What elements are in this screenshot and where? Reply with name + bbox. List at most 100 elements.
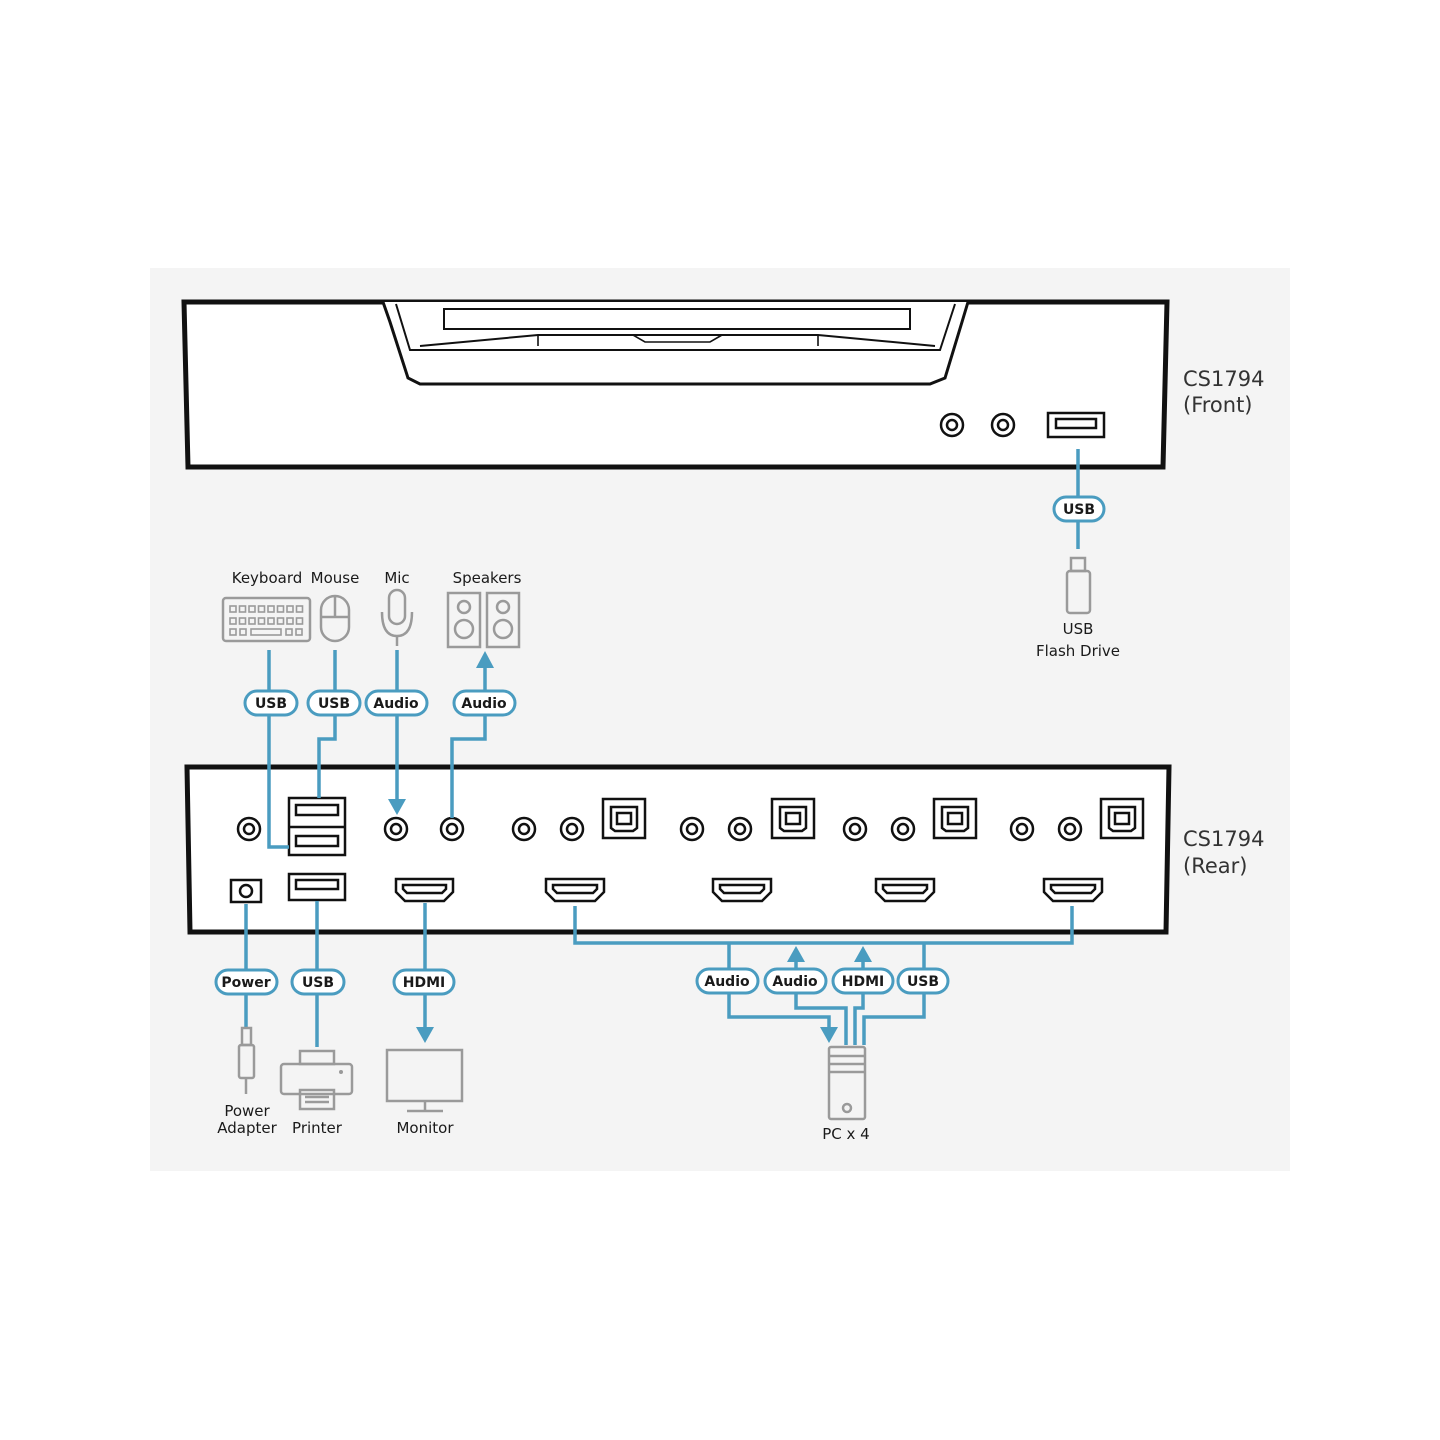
- monitor-label: Monitor: [396, 1119, 454, 1137]
- pc1-audio-jack-1-center: [517, 822, 531, 836]
- pc-audio-out-cable-label: Audio: [704, 974, 750, 990]
- printer-label: Printer: [292, 1119, 343, 1137]
- pc-tower-icon: [827, 1045, 867, 1121]
- keyboard-key: [286, 605, 294, 613]
- power-cable-label: Power: [221, 975, 270, 991]
- usb-printer-cable-label: USB: [302, 975, 334, 991]
- pc-audio-in-arrow: [787, 946, 805, 962]
- pc2-audio-jack-2-center: [733, 822, 747, 836]
- audio-mic-cable-tag: [364, 689, 429, 717]
- front-usb-port-tongue: [1054, 417, 1098, 430]
- rear-jack-left-center: [242, 822, 256, 836]
- pc1-audio-jack-2-center: [565, 822, 579, 836]
- console-handle: [419, 334, 936, 347]
- pc-audio-in-cable-tag: [763, 967, 828, 995]
- front-view-label: (Front): [1183, 393, 1253, 417]
- power-adapter-label-line2: Adapter: [217, 1119, 277, 1137]
- mic-arrow: [388, 799, 406, 815]
- usb-printer-cable-tag: [290, 968, 346, 996]
- keyboard-key: [267, 605, 275, 613]
- speakers-arrow: [476, 651, 494, 668]
- pc2-usb-b-port-core: [784, 811, 802, 826]
- pc1-usb-b-port-core: [615, 811, 633, 826]
- pc-usb-cable-tag: [896, 967, 950, 995]
- speakers-label: Speakers: [453, 569, 522, 587]
- pc4-audio-jack-2-center: [1063, 822, 1077, 836]
- console-usb-port-2: [294, 834, 340, 848]
- console-speaker-jack-center: [445, 822, 459, 836]
- keyboard-key: [295, 628, 303, 636]
- usb-front-cable-label: USB: [1063, 502, 1095, 518]
- usb-keyboard-cable-tag: [243, 689, 299, 717]
- mic-label: Mic: [384, 569, 409, 587]
- pc3-usb-b-port-core: [946, 811, 964, 826]
- usb-flash-drive-icon: [1065, 556, 1092, 615]
- pc4-usb-b-port-core: [1113, 811, 1131, 826]
- pc1-hdmi-port-inner: [551, 883, 599, 895]
- pc3-hdmi-port-inner: [881, 883, 929, 895]
- keyboard-key: [257, 605, 266, 613]
- usb-mouse-cable-tag: [306, 689, 362, 717]
- console-display-slot: [443, 308, 911, 330]
- console-mic-jack-center: [389, 822, 403, 836]
- pc-audio-in-cable-label: Audio: [772, 974, 818, 990]
- pc3-audio-jack-1-center: [848, 822, 862, 836]
- speakers-icon: [446, 591, 521, 649]
- keyboard-key: [276, 605, 285, 613]
- pc-audio-out-cable-tag: [695, 967, 760, 995]
- mouse-icon: [319, 594, 351, 643]
- console-drawer-inner: [395, 303, 956, 351]
- keyboard-key: [238, 605, 247, 613]
- pc-usb-cable-label: USB: [907, 974, 939, 990]
- keyboard-label: Keyboard: [232, 569, 303, 587]
- audio-speakers-cable-label: Audio: [461, 696, 507, 712]
- pc-audio-out-arrow: [820, 1027, 838, 1043]
- front-model-label: CS1794: [1183, 367, 1264, 391]
- audio-speakers-cable-tag: [452, 689, 517, 717]
- usb-front-cable-tag: [1052, 495, 1106, 523]
- mic-icon: [380, 588, 414, 646]
- pc3-audio-jack-2-center: [896, 822, 910, 836]
- console-handle-detail: [537, 334, 819, 346]
- keyboard-key: [286, 617, 294, 625]
- power-socket-pin: [238, 883, 254, 899]
- keyboard-key: [229, 617, 237, 625]
- keyboard-key: [238, 617, 247, 625]
- keyboard-key: [229, 605, 237, 613]
- printer-usb-port-tongue: [294, 878, 340, 891]
- rear-view-label: (Rear): [1183, 854, 1247, 878]
- mouse-label: Mouse: [311, 569, 360, 587]
- pc2-hdmi-port-inner: [718, 883, 766, 895]
- keyboard-key: [276, 617, 285, 625]
- keyboard-spacebar: [250, 628, 282, 636]
- pc-bus-cable: [573, 906, 1074, 945]
- keyboard-key: [295, 617, 304, 625]
- usb-keyboard-cable-label: USB: [255, 696, 287, 712]
- monitor-arrow: [416, 1027, 434, 1043]
- console-usb-port-1: [294, 803, 340, 817]
- keyboard-key: [267, 617, 275, 625]
- monitor-icon: [385, 1048, 464, 1113]
- printer-icon: [279, 1049, 354, 1111]
- pc2-audio-jack-1-center: [685, 822, 699, 836]
- keyboard-key: [248, 605, 256, 613]
- keyboard-key: [239, 628, 247, 636]
- keyboard-key: [285, 628, 293, 636]
- rear-model-label: CS1794: [1183, 827, 1264, 851]
- hdmi-monitor-cable-label: HDMI: [403, 975, 445, 991]
- pc4-audio-jack-1-center: [1015, 822, 1029, 836]
- usb-mouse-cable-label: USB: [318, 696, 350, 712]
- pc-hdmi-cable-tag: [831, 967, 895, 995]
- power-cable-tag: [214, 968, 279, 996]
- front-audio-jack-1-center: [945, 418, 959, 432]
- console-hdmi-port-inner: [401, 883, 448, 895]
- pc4-hdmi-port-inner: [1049, 883, 1097, 895]
- keyboard-key: [248, 617, 256, 625]
- keyboard-key: [229, 628, 237, 636]
- front-unit: CS1794 (Front): [181, 299, 1264, 470]
- pc-hdmi-cable-label: HDMI: [842, 974, 884, 990]
- audio-mic-cable-label: Audio: [373, 696, 419, 712]
- keyboard-key: [257, 617, 266, 625]
- flash-drive-label-line1: USB: [1063, 620, 1094, 638]
